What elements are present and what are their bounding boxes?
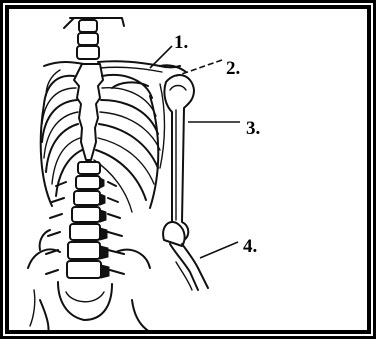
label-3: 3. — [246, 118, 260, 139]
label-1: 1. — [174, 32, 188, 53]
cervical-spine — [77, 20, 99, 59]
label-4: 4. — [243, 236, 257, 257]
label-2: 2. — [226, 58, 240, 79]
